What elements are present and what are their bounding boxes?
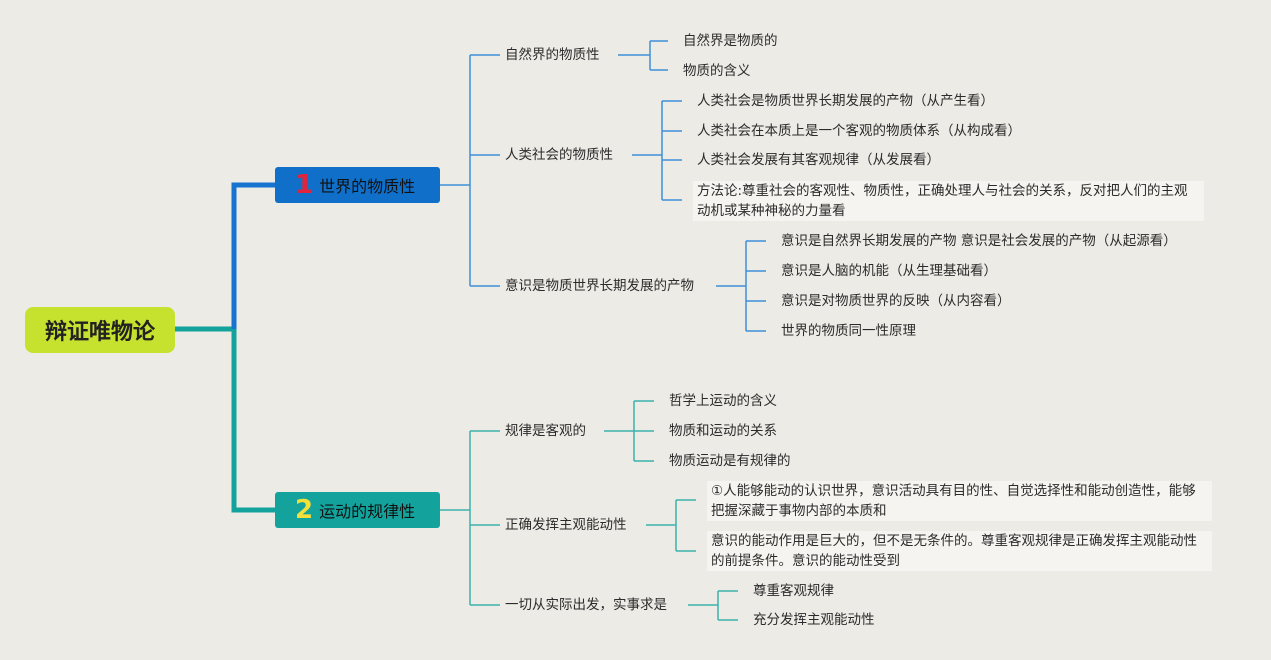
leaf-consciousness-reflection[interactable]: 意识是对物质世界的反映（从内容看） xyxy=(781,293,1011,309)
branch1-label: 世界的物质性 xyxy=(319,177,416,196)
node-subjective-initiative[interactable]: 正确发挥主观能动性 xyxy=(505,517,627,533)
branch1-number: 1 xyxy=(295,170,314,200)
branch2-connectors xyxy=(440,400,738,621)
leaf-consciousness-origin[interactable]: 意识是自然界长期发展的产物 意识是社会发展的产物（从起源看） xyxy=(781,233,1177,249)
leaf-initiative-cognition[interactable]: ①人能够能动的认识世界，意识活动具有目的性、自觉选择性和能动创造性，能够把握深藏… xyxy=(707,481,1212,521)
leaf-society-product[interactable]: 人类社会是物质世界长期发展的产物（从产生看） xyxy=(697,93,994,109)
leaf-matter-meaning[interactable]: 物质的含义 xyxy=(683,63,751,79)
leaf-society-system[interactable]: 人类社会在本质上是一个客观的物质体系（从构成看） xyxy=(697,123,1021,139)
leaf-society-laws[interactable]: 人类社会发展有其客观规律（从发展看） xyxy=(697,152,940,168)
node-consciousness-product[interactable]: 意识是物质世界长期发展的产物 xyxy=(505,278,694,294)
branch2-label: 运动的规律性 xyxy=(319,502,416,521)
leaf-initiative-conditions[interactable]: 意识的能动作用是巨大的，但不是无条件的。尊重客观规律是正确发挥主观能动性的前提条… xyxy=(707,531,1212,571)
branch1-connectors xyxy=(440,40,766,332)
node-seek-truth-from-facts[interactable]: 一切从实际出发，实事求是 xyxy=(505,597,667,613)
branch1-trunk xyxy=(231,182,275,329)
leaf-matter-motion-relation[interactable]: 物质和运动的关系 xyxy=(669,423,777,439)
node-nature-materiality[interactable]: 自然界的物质性 xyxy=(505,47,600,63)
leaf-society-methodology[interactable]: 方法论:尊重社会的客观性、物质性，正确处理人与社会的关系，反对把人们的主观动机或… xyxy=(693,181,1204,221)
branch2-trunk xyxy=(231,329,275,513)
branch-world-materiality[interactable]: 1 世界的物质性 xyxy=(275,167,440,203)
leaf-respect-laws[interactable]: 尊重客观规律 xyxy=(753,583,834,599)
node-society-materiality[interactable]: 人类社会的物质性 xyxy=(505,147,613,163)
leaf-motion-meaning[interactable]: 哲学上运动的含义 xyxy=(669,393,777,409)
node-laws-objective[interactable]: 规律是客观的 xyxy=(505,423,586,439)
leaf-consciousness-brain[interactable]: 意识是人脑的机能（从生理基础看） xyxy=(781,263,997,279)
leaf-nature-is-material[interactable]: 自然界是物质的 xyxy=(683,33,778,49)
leaf-material-unity[interactable]: 世界的物质同一性原理 xyxy=(781,323,916,339)
leaf-motion-has-laws[interactable]: 物质运动是有规律的 xyxy=(669,453,791,469)
root-label: 辩证唯物论 xyxy=(44,320,155,345)
branch2-number: 2 xyxy=(295,495,314,525)
branch-motion-regularity[interactable]: 2 运动的规律性 xyxy=(275,492,440,528)
root-node[interactable]: 辩证唯物论 xyxy=(25,307,175,353)
leaf-exert-initiative[interactable]: 充分发挥主观能动性 xyxy=(753,612,875,628)
